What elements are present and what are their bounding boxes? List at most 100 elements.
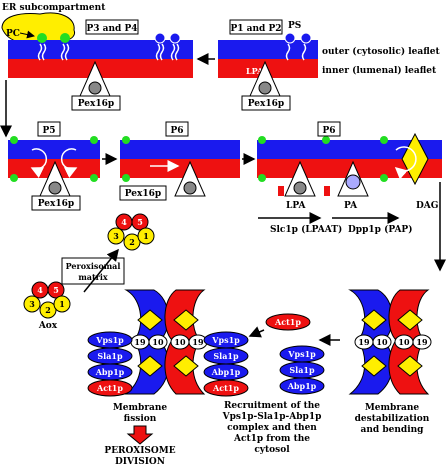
pa-sphere — [345, 174, 361, 190]
pex16p-label: Pex16p — [38, 199, 74, 209]
pc-lipid-head — [90, 136, 98, 144]
act1p-ellipse — [265, 313, 311, 331]
pex10-ellipse — [148, 334, 168, 350]
recruitment-label: cytosol — [254, 445, 290, 455]
membrane-fission-label: Membrane — [113, 403, 168, 413]
recruitment-label: Vps1p-Sla1p-Abp1p — [222, 412, 322, 422]
peroxisomal-matrix-label: matrix — [78, 272, 108, 282]
aox-subunit-label: 4 — [37, 285, 43, 295]
pair-label-19: 19 — [192, 337, 204, 347]
inner-leaflet-bar — [120, 159, 240, 178]
stage-box-p1-p2 — [229, 19, 283, 35]
pex16p-sphere — [258, 81, 272, 95]
outer-leaflet-bar — [257, 140, 442, 159]
lipid-tails — [285, 43, 307, 61]
membrane-p6-right: P6 LPA PA DAG — [257, 121, 442, 211]
stage-box-p5 — [37, 121, 61, 137]
slc1p-label: Slc1p (LPAAT) — [270, 224, 342, 235]
aox-subunit-label: 1 — [59, 299, 65, 309]
pex16p-box — [119, 185, 167, 201]
arrow-to-fission — [248, 326, 265, 338]
abp1p-label: Abp1p — [287, 381, 317, 391]
outer-leaflet-bar — [218, 40, 318, 59]
lipid-tails — [170, 43, 180, 61]
act1p-label: Act1p — [274, 317, 301, 327]
membrane-p6-middle: P6 Pex16p — [119, 121, 240, 201]
inner-leaflet-bar — [8, 59, 193, 78]
membrane-p1-p2: PS P1 and P2 LPA Pex16p — [218, 19, 318, 111]
inner-leaflet-label: inner (lumenal) leaflet — [322, 65, 437, 76]
peroxisomal-matrix-label: Peroxisomal — [66, 261, 121, 271]
peroxisomal-matrix-box — [61, 257, 125, 285]
aox-matrix-cluster: 4 5 3 2 1 — [107, 213, 155, 251]
ps-lipid-head — [300, 32, 312, 44]
flip-arrow — [30, 148, 48, 178]
abp1p-ellipse — [279, 377, 325, 395]
dag-lipid — [397, 309, 423, 331]
aox-subunit — [23, 295, 41, 313]
pex16p-sphere — [48, 181, 62, 195]
aox-subunit-label: 2 — [129, 237, 135, 247]
lipid-tails — [37, 43, 47, 61]
vps1p-label: Vps1p — [95, 335, 124, 345]
act1p-label: Act1p — [96, 383, 123, 393]
pc-lipid-head — [90, 174, 98, 182]
ps-label: PS — [288, 21, 301, 31]
stage-box-p3-p4 — [85, 19, 139, 35]
aox-subunit — [53, 295, 71, 313]
pc-arrow — [19, 30, 35, 39]
dag-label: DAG — [416, 201, 438, 211]
ps-lipid-head — [284, 32, 296, 44]
pex16p-box — [241, 95, 291, 111]
pex16p-box — [71, 95, 121, 111]
er-subcompartment-label: ER subcompartment — [2, 3, 106, 13]
flip-arrow — [394, 146, 417, 180]
pc-lipid-head — [122, 136, 130, 144]
dag-lipid — [361, 355, 387, 377]
dag-lipid — [401, 132, 429, 186]
pex10-ellipse — [372, 334, 392, 350]
pair-label-10: 10 — [152, 337, 164, 347]
aox-subunit — [137, 227, 155, 245]
dag-lipid — [173, 355, 199, 377]
vps1p-label: Vps1p — [287, 349, 316, 359]
aox-subunit-label: 2 — [45, 305, 51, 315]
recruited-proteins: Act1p Vps1p Sla1p Abp1p — [265, 313, 325, 395]
lpa-label-row2: LPA — [286, 201, 306, 211]
pex16p-protein — [174, 160, 206, 197]
aox-subunit-label: 3 — [113, 231, 119, 241]
aox-subunit-label: 3 — [29, 299, 35, 309]
membrane-p3-p4: Pex16p P3 and P4 — [8, 19, 193, 111]
act1p-label: Act1p — [212, 383, 239, 393]
outer-leaflet-bar — [8, 40, 193, 59]
abp1p-label: Abp1p — [95, 367, 125, 377]
fission-right-proteins: Vps1p Sla1p Abp1p Act1p — [203, 331, 249, 397]
lipid-tails — [60, 43, 70, 61]
pc-lipid-head — [10, 136, 18, 144]
sla1p-label: Sla1p — [213, 351, 239, 361]
lpa-label: LPA — [246, 66, 264, 76]
stage-label-p1-p2: P1 and P2 — [231, 24, 282, 34]
outer-leaflet-bar — [120, 140, 240, 159]
aox-import-arrow — [83, 248, 119, 293]
pc-lipid-head — [380, 136, 388, 144]
pex16p-label: Pex16p — [78, 99, 114, 109]
pc-label: PC — [6, 29, 20, 39]
stage-box-p6-middle — [165, 121, 189, 137]
pex16p-sphere — [88, 81, 102, 95]
dag-lipid — [173, 309, 199, 331]
ps-lipid-head — [169, 32, 181, 44]
recruitment-label: complex and then — [227, 423, 317, 433]
aox-complex: 4 5 3 2 1 Aox — [23, 281, 71, 331]
pex16p-box — [31, 195, 81, 211]
fission-down-arrow — [126, 425, 154, 445]
dag-lipid — [137, 355, 163, 377]
dpp1p-marker — [324, 186, 330, 196]
pc-lipid-head — [10, 174, 18, 182]
bending-membranes: 19 10 10 19 — [348, 289, 432, 395]
pex16p-label: Pex16p — [125, 189, 161, 199]
outer-leaflet-label: outer (cytosolic) leaflet — [322, 46, 440, 57]
lpa-protein — [284, 160, 316, 197]
ps-lipid-head — [154, 32, 166, 44]
pc-lipid-head — [380, 174, 388, 182]
